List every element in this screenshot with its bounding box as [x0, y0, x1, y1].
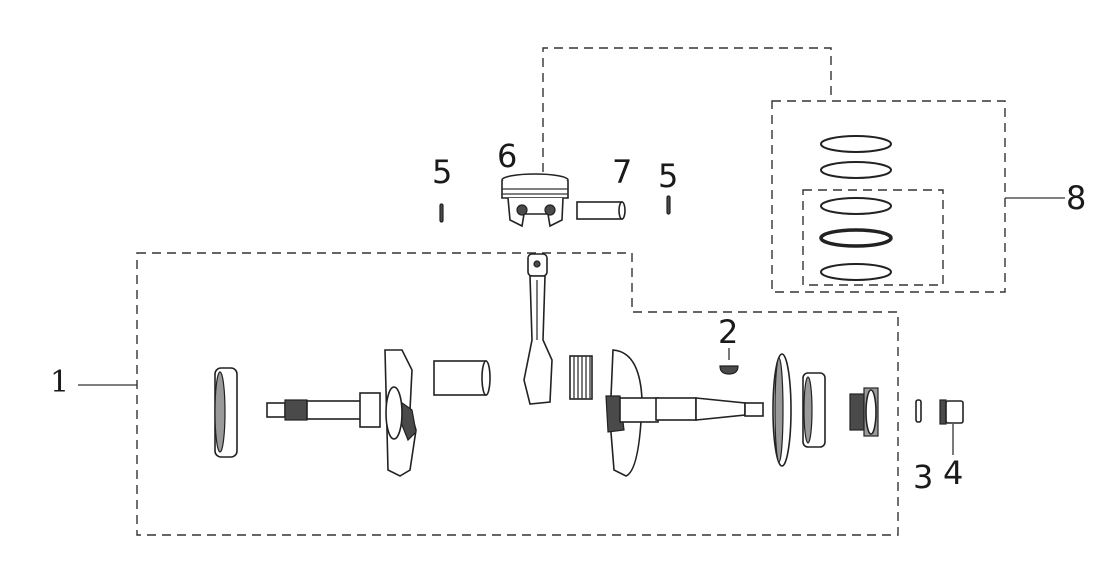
callout-7: 7 [612, 153, 633, 191]
piston-pin [576, 201, 626, 220]
callout-4: 4 [943, 454, 964, 492]
left-crankshaft-half [266, 349, 417, 477]
crank-pin [433, 360, 491, 396]
piston-ring-oil [819, 228, 893, 248]
left-main-bearing [214, 367, 238, 458]
oil-seal-disc [772, 353, 792, 467]
piston-pin-clip-right [666, 195, 671, 215]
callout-1: 1 [50, 365, 70, 400]
callout-6: 6 [497, 137, 518, 175]
callout-8: 8 [1066, 179, 1087, 217]
piston-ring-top [820, 135, 892, 153]
right-main-bearing [802, 372, 826, 448]
piston-to-rings-connector [542, 47, 832, 172]
group-1-boundary [136, 252, 899, 536]
piston-ring-second [820, 161, 892, 179]
lower-ring-subset-boundary [802, 189, 944, 286]
needle-roller-bearing [569, 355, 593, 400]
right-crankshaft-half [605, 349, 764, 477]
callout-2: 2 [718, 313, 739, 351]
piston-pin-clip-left [439, 203, 444, 223]
woodruff-key [719, 365, 739, 375]
flange-nut [939, 399, 964, 425]
connecting-rod [523, 253, 553, 405]
piston-ring-set-boundary [771, 100, 1006, 293]
callout-5-left: 5 [432, 153, 453, 191]
callout-3: 3 [913, 458, 934, 496]
timing-gear [849, 387, 879, 437]
piston-ring-third [820, 197, 892, 215]
washer [915, 399, 922, 423]
callout-5-right: 5 [658, 157, 679, 195]
piston-ring-bottom [820, 263, 892, 281]
piston [501, 173, 569, 228]
